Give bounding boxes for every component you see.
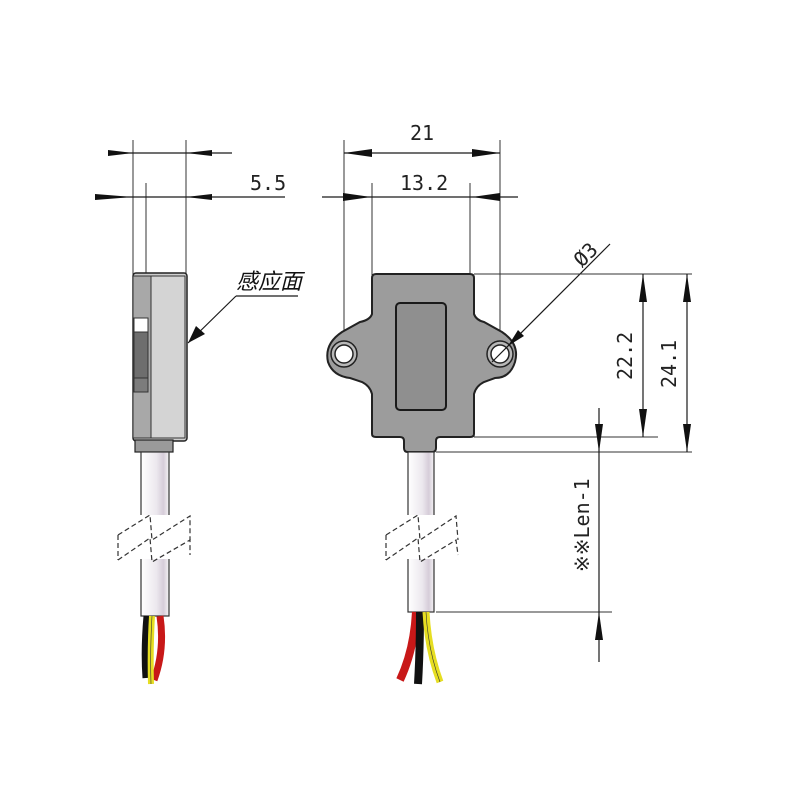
front-wires xyxy=(396,611,444,685)
sensing-surface-label: 感应面 xyxy=(236,270,306,295)
side-wires xyxy=(141,615,166,685)
cable-length-dimension: ※※Len-1 xyxy=(570,408,603,662)
front-view: 21 13.2 Ø3 xyxy=(322,121,692,685)
side-thickness-dimension xyxy=(108,150,232,156)
side-width-label: 5.5 xyxy=(250,171,286,195)
cable-length-label: ※※Len-1 xyxy=(570,478,594,572)
side-view: 5.5 感应面 xyxy=(95,140,306,685)
overall-width-label: 21 xyxy=(410,121,434,145)
hole-diameter-callout: Ø3 xyxy=(491,238,611,363)
body-height-label: 22.2 xyxy=(613,332,637,380)
body-height-dimension: 22.2 xyxy=(613,274,647,437)
overall-width-dimension: 21 xyxy=(344,121,500,157)
hole-spacing-label: 13.2 xyxy=(400,171,448,195)
hole-spacing-dimension: 13.2 xyxy=(322,171,518,201)
mounting-hole-left xyxy=(330,340,358,368)
overall-height-label: 24.1 xyxy=(657,340,681,388)
overall-height-dimension: 24.1 xyxy=(657,274,691,452)
hole-diameter-label: Ø3 xyxy=(569,238,603,272)
side-width-dimension: 5.5 xyxy=(95,171,286,200)
sensing-surface-callout: 感应面 xyxy=(236,270,306,295)
sensor-window xyxy=(395,302,447,411)
